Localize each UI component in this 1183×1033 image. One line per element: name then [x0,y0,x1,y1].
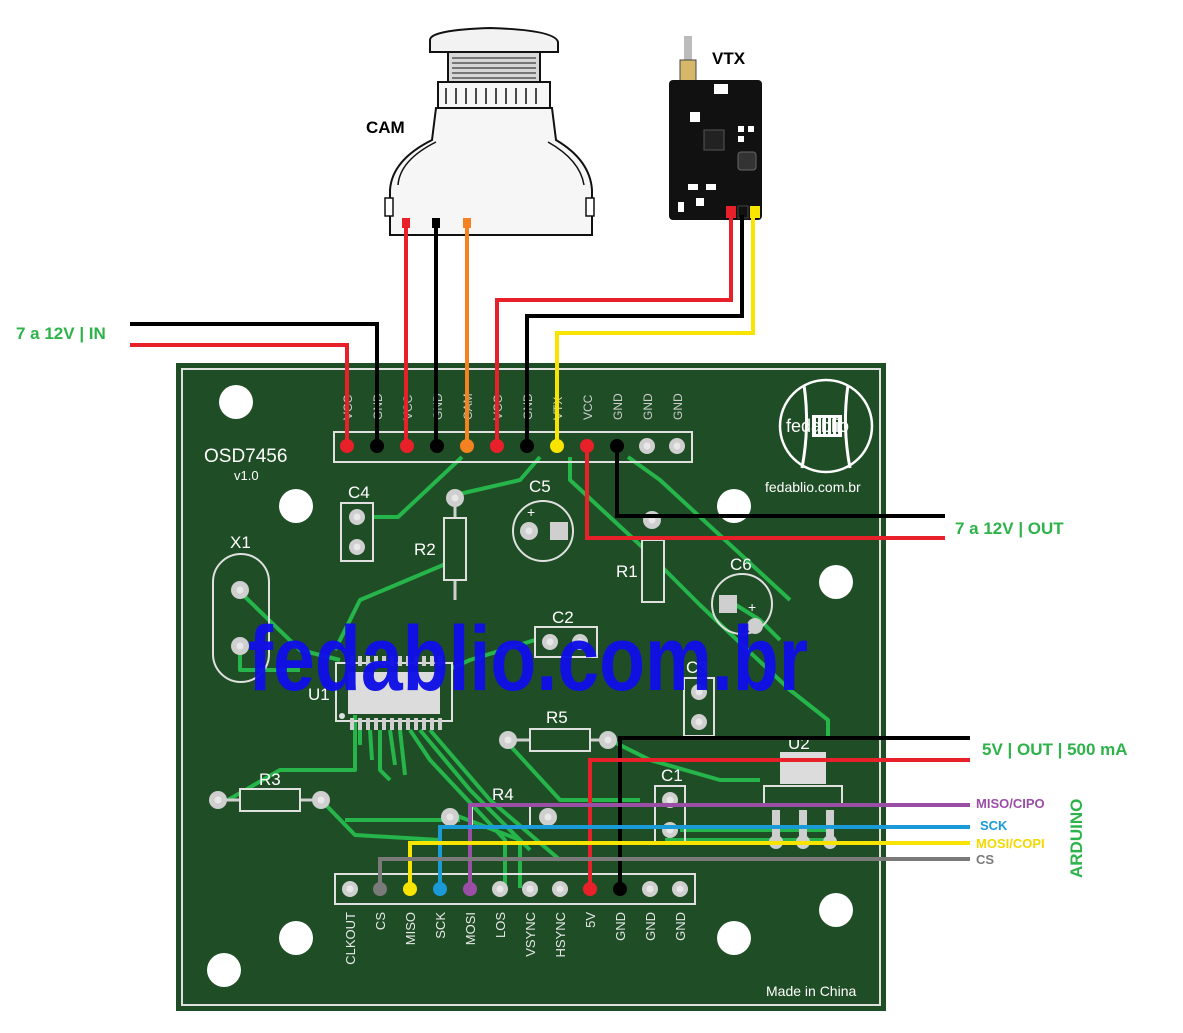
capacitor-c6: C6 + [711,555,773,635]
c3-label: C3 [686,658,708,677]
resistor-r5: R5 [499,708,617,752]
wire-power-in-vcc [130,343,349,446]
board-name: OSD7456 [204,446,287,467]
made-in: Made in China [766,983,856,999]
wire-mosi [408,841,970,889]
capacitor-c4: C4 [340,483,374,562]
c4-label: C4 [348,483,370,502]
header-bottom-label: LOS [493,912,508,938]
c5-label: C5 [529,477,551,496]
header-top-label: GND [671,393,685,420]
label-power-out: 7 a 12V | OUT [955,519,1064,538]
wires [130,215,970,889]
header-bottom-label: GND [613,912,628,941]
crystal-x1: X1 [212,533,270,683]
wire-vtx-video [555,215,755,446]
r5-label: R5 [546,708,568,727]
header-bottom-label: GND [643,912,658,941]
label-arduino: ARDUINO [1067,799,1086,878]
resistor-r2: R2 [414,489,467,600]
watermark: fedablio.com.br [248,608,808,710]
wire-power-out-vcc [585,446,945,540]
header-bottom-label: CLKOUT [343,912,358,965]
wire-power-in-gnd [130,322,379,446]
label-miso: MISO/CIPO [976,796,1045,811]
x1-label: X1 [230,533,251,552]
header-bottom-label: GND [673,912,688,941]
label-power-in: 7 a 12V | IN [16,324,106,343]
label-cs: CS [976,852,994,867]
label-5v-out: 5V | OUT | 500 mA [982,740,1128,759]
wire-vtx-vcc [495,215,733,446]
vtx-module [669,36,762,220]
r2-label: R2 [414,540,436,559]
header-bottom-label: CS [373,912,388,930]
wire-5v-vcc [588,758,970,889]
capacitor-c2: C2 [534,608,598,658]
label-sck: SCK [980,818,1008,833]
u1-label: U1 [308,685,330,704]
wire-cs [378,857,970,889]
wire-vtx-gnd [525,215,744,446]
capacitor-c5: C5 + [512,477,574,562]
camera-label: CAM [366,118,405,137]
resistor-r1: R1 [616,511,665,603]
capacitor-c3: C3 [683,658,715,737]
r1-label: R1 [616,562,638,581]
header-bottom-label: HSYNC [553,912,568,958]
header-top-label: GND [611,393,625,420]
c2-label: C2 [552,608,574,627]
resistor-r3: R3 [209,770,330,812]
header-top-pin-caps [341,440,623,452]
header-top-label: VCC [581,394,595,420]
header-bottom-label: VSYNC [523,912,538,957]
label-mosi: MOSI/COPI [976,836,1045,851]
svg-text:+: + [527,504,535,520]
wire-5v-gnd [618,736,970,889]
header-bottom-label: MISO [403,912,418,945]
camera-module [384,26,595,236]
header-top-label: GND [641,393,655,420]
svg-text:+: + [748,599,756,615]
vtx-label: VTX [712,49,746,68]
c6-label: C6 [730,555,752,574]
r4-label: R4 [492,785,514,804]
header-bottom-label: 5V [583,912,598,928]
header-bottom-label: MOSI [463,912,478,945]
mounting-holes [207,385,853,987]
logo-text: fedablio [786,416,849,436]
wire-power-out-gnd [615,446,945,518]
chip-u1: U1 [308,656,453,730]
header-top [333,431,693,463]
fedablio-logo: fedablio [778,378,874,474]
site-url: fedablio.com.br [765,479,861,495]
header-bottom-label: SCK [433,912,448,939]
header-bottom-labels: CLKOUT CS MISO SCK MOSI LOS VSYNC HSYNC … [343,912,688,965]
board-version: v1.0 [234,468,259,483]
header-bottom-pin-caps [374,883,626,895]
wire-sck [438,825,970,889]
camera-connector-tips [402,218,471,228]
c1-label: C1 [661,766,683,785]
r3-label: R3 [259,770,281,789]
